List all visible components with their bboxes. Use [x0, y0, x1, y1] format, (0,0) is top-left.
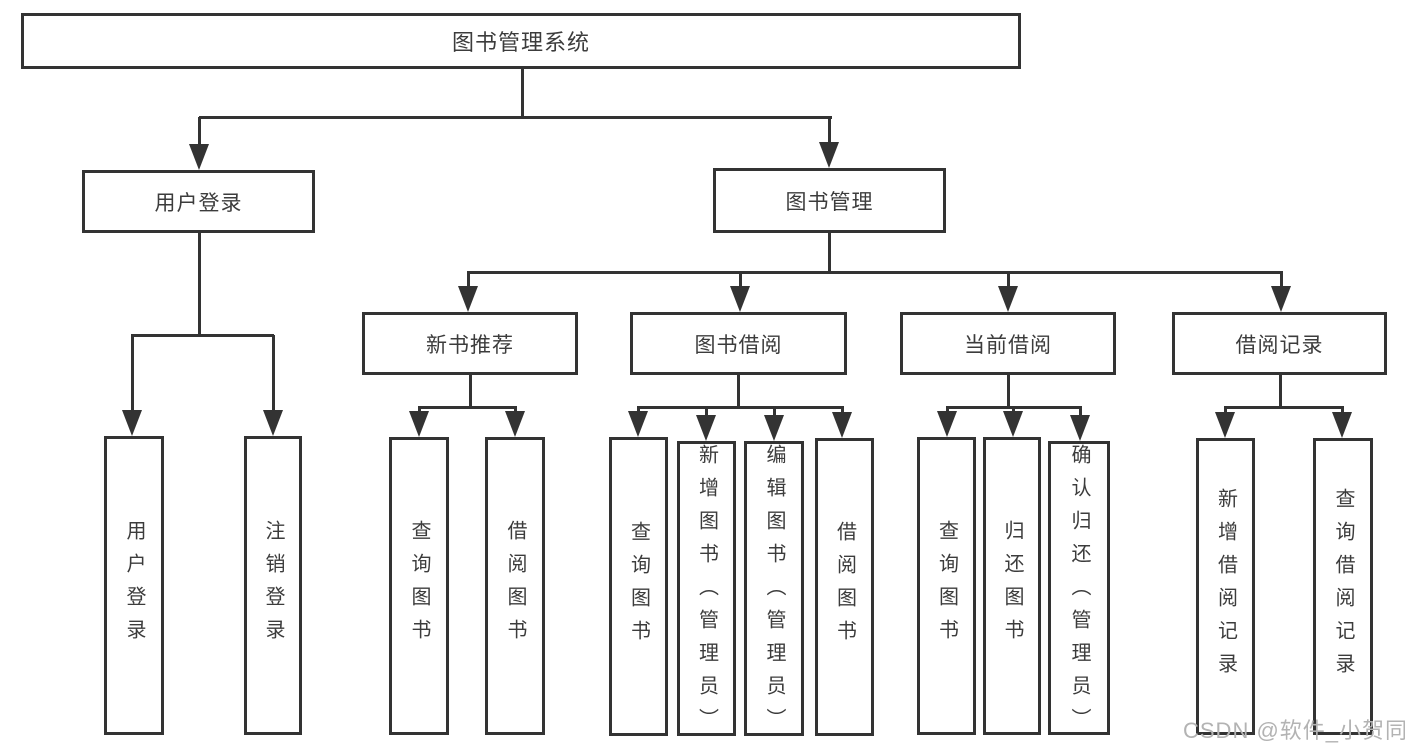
connector-arrow-icon [505, 411, 525, 437]
node-logout-leaf: 注销登录 [244, 436, 302, 735]
node-edit-books-admin: 编辑图书（管理员） [744, 441, 804, 741]
node-confirm-return-admin: 确认归还（管理员） [1048, 441, 1110, 741]
connector-line [198, 233, 201, 336]
leaf-label: 查询图书 [935, 520, 958, 652]
connector-line [1007, 375, 1010, 409]
connector-arrow-icon [832, 412, 852, 438]
node-borrowing-records: 借阅记录 [1172, 312, 1387, 375]
leaf-label: 新增图书（管理员） [695, 444, 718, 741]
leaf-label: 编辑图书（管理员） [763, 444, 785, 741]
connector-arrow-icon [819, 142, 839, 168]
node-add-borrow-record: 新增借阅记录 [1196, 438, 1255, 735]
connector-line [737, 375, 740, 409]
leaf-label: 用户登录 [123, 519, 145, 652]
connector-line [199, 116, 832, 119]
connector-line [131, 334, 274, 337]
leaf-label: 借阅图书 [833, 521, 856, 653]
connector-arrow-icon [1070, 415, 1090, 441]
connector-line [828, 117, 831, 145]
connector-line [198, 117, 201, 147]
connector-arrow-icon [628, 411, 648, 437]
connector-arrow-icon [122, 410, 142, 436]
node-new-book-recommend: 新书推荐 [362, 312, 578, 375]
connector-line [1224, 406, 1344, 409]
connector-line [1279, 375, 1282, 409]
node-book-borrowing: 图书借阅 [630, 312, 847, 375]
connector-line [272, 335, 275, 412]
connector-arrow-icon [1332, 412, 1352, 438]
node-borrow-books-borrowing: 借阅图书 [815, 438, 874, 736]
connector-arrow-icon [764, 415, 784, 441]
node-query-books-borrowing: 查询图书 [609, 437, 668, 736]
connector-arrow-icon [263, 410, 283, 436]
leaf-label: 注销登录 [262, 519, 284, 652]
leaf-label: 新增借阅记录 [1214, 487, 1237, 686]
node-library-system: 图书管理系统 [21, 13, 1021, 69]
connector-arrow-icon [1271, 286, 1291, 312]
node-book-management: 图书管理 [713, 168, 946, 233]
connector-arrow-icon [409, 411, 429, 437]
node-query-books-current: 查询图书 [917, 437, 976, 735]
connector-line [1280, 272, 1283, 290]
leaf-label: 查询借阅记录 [1332, 487, 1354, 686]
node-return-books: 归还图书 [983, 437, 1041, 735]
connector-arrow-icon [1215, 412, 1235, 438]
node-query-borrow-record: 查询借阅记录 [1313, 438, 1373, 735]
connector-line [1007, 272, 1010, 290]
node-user-login: 用户登录 [82, 170, 315, 233]
connector-line [828, 233, 831, 274]
node-user-login-leaf: 用户登录 [104, 436, 164, 735]
connector-line [467, 272, 470, 290]
connector-arrow-icon [1003, 411, 1023, 437]
node-add-books-admin: 新增图书（管理员） [677, 441, 736, 741]
connector-line [467, 271, 1283, 274]
connector-line [418, 406, 517, 409]
connector-arrow-icon [189, 144, 209, 170]
connector-arrow-icon [696, 415, 716, 441]
connector-line [739, 272, 742, 290]
connector-line [637, 406, 844, 409]
leaf-label: 归还图书 [1001, 520, 1023, 652]
connector-arrow-icon [937, 411, 957, 437]
leaf-label: 查询图书 [627, 520, 650, 653]
csdn-watermark: CSDN @软件_小贺同学 [1183, 718, 1405, 743]
node-borrow-books-recommend: 借阅图书 [485, 437, 545, 735]
connector-arrow-icon [998, 286, 1018, 312]
leaf-label: 查询图书 [408, 520, 430, 652]
connector-arrow-icon [730, 286, 750, 312]
connector-line [469, 375, 472, 409]
node-query-books-recommend: 查询图书 [389, 437, 449, 735]
node-current-borrowing: 当前借阅 [900, 312, 1116, 375]
connector-arrow-icon [458, 286, 478, 312]
connector-line [131, 335, 134, 412]
connector-line [521, 69, 524, 118]
leaf-label: 确认归还（管理员） [1068, 444, 1090, 741]
leaf-label: 借阅图书 [504, 520, 526, 652]
